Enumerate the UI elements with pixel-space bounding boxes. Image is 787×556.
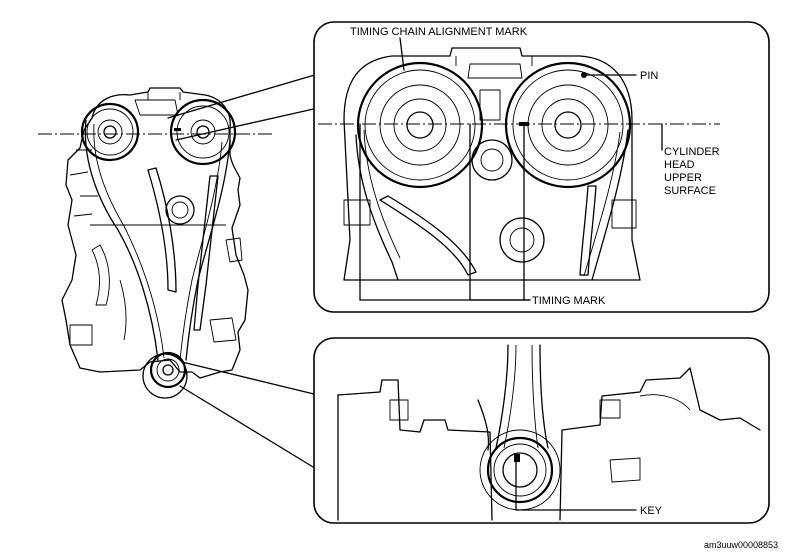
cylinder-head-label-line-4: SURFACE — [664, 185, 716, 197]
engine-overview — [38, 87, 275, 389]
cylinder-head-label-line-1: CYLINDER — [664, 146, 720, 158]
callout-connectors — [142, 73, 319, 471]
cylinder-head-label-line-2: HEAD — [664, 159, 695, 171]
timing-mark-label: TIMING MARK — [532, 295, 606, 307]
pin-label: PIN — [640, 70, 658, 82]
detail-panel-crank-sprocket — [313, 337, 770, 524]
detail-panel-cam-sprockets — [313, 21, 770, 313]
timing-chain-alignment-mark-label: TIMING CHAIN ALIGNMENT MARK — [350, 26, 528, 38]
cylinder-head-label-line-3: UPPER — [664, 172, 702, 184]
cylinder-head-upper-surface-label: CYLINDER HEAD UPPER SURFACE — [664, 146, 720, 197]
figure-code: am3uuw00008853 — [704, 540, 778, 550]
key-label: KEY — [640, 505, 663, 517]
